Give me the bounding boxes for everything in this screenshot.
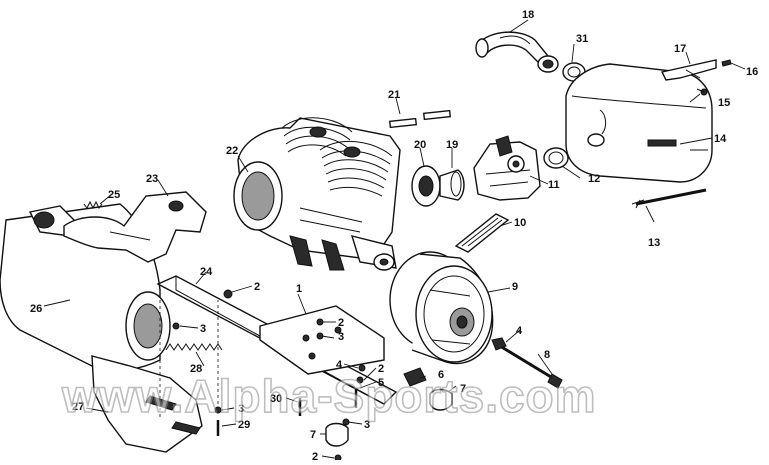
callout-28: 28 [190,363,202,375]
callout-6: 6 [438,369,444,381]
hose-clamp [537,55,586,82]
spring-25 [83,200,103,210]
hardware [172,318,453,462]
leader-lines [43,19,713,459]
callout-26: 26 [30,303,42,315]
recoil-starter [389,251,494,365]
pins [388,109,452,129]
exhaust-manifold [63,191,207,263]
engine-mount-plate [259,305,385,375]
callout-2a: 2 [254,281,260,293]
callout-3d: 3 [364,419,370,431]
callout-30: 30 [270,393,282,405]
callout-22: 22 [226,145,238,157]
nut-4 [491,337,507,351]
callout-21: 21 [388,89,400,101]
carburetor-adapter [411,165,441,207]
callout-23: 23 [146,173,158,185]
bolt [499,344,563,389]
carburetor-flange [439,169,465,201]
callout-7b: 7 [310,429,316,441]
callout-12: 12 [588,173,600,185]
callouts: 18 31 17 16 15 14 12 11 13 10 9 21 20 19… [30,9,758,463]
callout-18: 18 [522,9,534,21]
callout-17: 17 [674,43,686,55]
callout-3c: 3 [238,403,244,415]
callout-2b: 2 [338,317,344,329]
callout-1: 1 [296,283,302,295]
screw-16 [721,59,746,70]
callout-31: 31 [576,33,588,45]
callout-9: 9 [512,281,518,293]
callout-7a: 7 [460,383,466,395]
carburetor [473,135,541,201]
callout-29: 29 [238,419,250,431]
callout-25: 25 [108,189,120,201]
callout-15: 15 [718,97,730,109]
callout-24: 24 [200,266,213,278]
spring-28 [165,343,223,351]
callout-3a: 3 [200,323,206,335]
assembly-lines [159,300,219,420]
callout-27: 27 [72,401,84,413]
callout-3b: 3 [338,331,344,343]
callout-4b: 4 [516,325,523,337]
muffler-guard [91,355,203,453]
callout-11: 11 [548,179,560,191]
callout-2d: 2 [312,451,318,460]
mounting-rod [631,188,707,209]
carb-clamp [543,147,569,169]
heat-shield-plate [454,213,510,253]
callout-5: 5 [378,377,384,389]
bracket [660,59,717,81]
engine [233,117,401,271]
watermark: www.Alpha-Sports.com [61,370,597,422]
callout-8: 8 [544,349,550,361]
callout-20: 20 [414,139,426,151]
air-silencer-box [565,63,713,183]
callout-2c: 2 [378,363,384,375]
callout-14: 14 [714,133,727,145]
callout-19: 19 [446,139,458,151]
rivet-15 [696,88,708,96]
callout-4a: 4 [336,359,343,371]
callout-16: 16 [746,66,758,78]
intake-hose [475,31,549,65]
callout-13: 13 [648,237,660,249]
callout-10: 10 [514,217,526,229]
